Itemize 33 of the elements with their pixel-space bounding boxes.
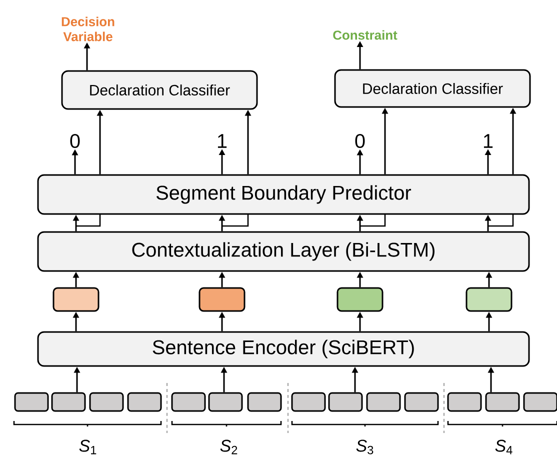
layer-box: Contextualization Layer (Bi-LSTM) <box>37 231 530 272</box>
layer-box: Sentence Encoder (SciBERT) <box>37 331 530 367</box>
boundary-digit: 0 <box>355 134 365 148</box>
output-label: Constraint <box>333 30 398 40</box>
embedding-box <box>336 287 384 312</box>
token-box <box>127 392 162 412</box>
token-box <box>14 392 49 412</box>
boundary-digit: 0 <box>70 134 80 148</box>
token-box <box>523 392 557 412</box>
token-box <box>89 392 124 412</box>
sentence-label: S$_{3}$ <box>356 440 374 454</box>
boundary-digit: 1 <box>484 134 493 148</box>
sentence-label: S$_{4}$ <box>495 440 512 454</box>
sentence-label: S$_{2}$ <box>220 440 238 454</box>
classifier-box: Declaration Classifier <box>61 70 258 110</box>
token-box <box>208 392 243 412</box>
classifier-box: Declaration Classifier <box>334 69 531 108</box>
embedding-box <box>466 287 512 312</box>
token-box <box>366 392 401 412</box>
embedding-box <box>198 287 246 312</box>
token-box <box>171 392 206 412</box>
sentence-label: S$_{1}$ <box>79 440 96 454</box>
token-box <box>247 392 282 412</box>
layer-box: Segment Boundary Predictor <box>37 174 530 215</box>
token-box <box>447 392 482 412</box>
embedding-box <box>52 287 100 312</box>
boundary-digit: 1 <box>218 134 227 148</box>
token-box <box>485 392 520 412</box>
token-box <box>291 392 326 412</box>
token-box <box>328 392 363 412</box>
output-label: Decision Variable <box>62 16 114 42</box>
token-box <box>51 392 86 412</box>
token-box <box>404 392 439 412</box>
